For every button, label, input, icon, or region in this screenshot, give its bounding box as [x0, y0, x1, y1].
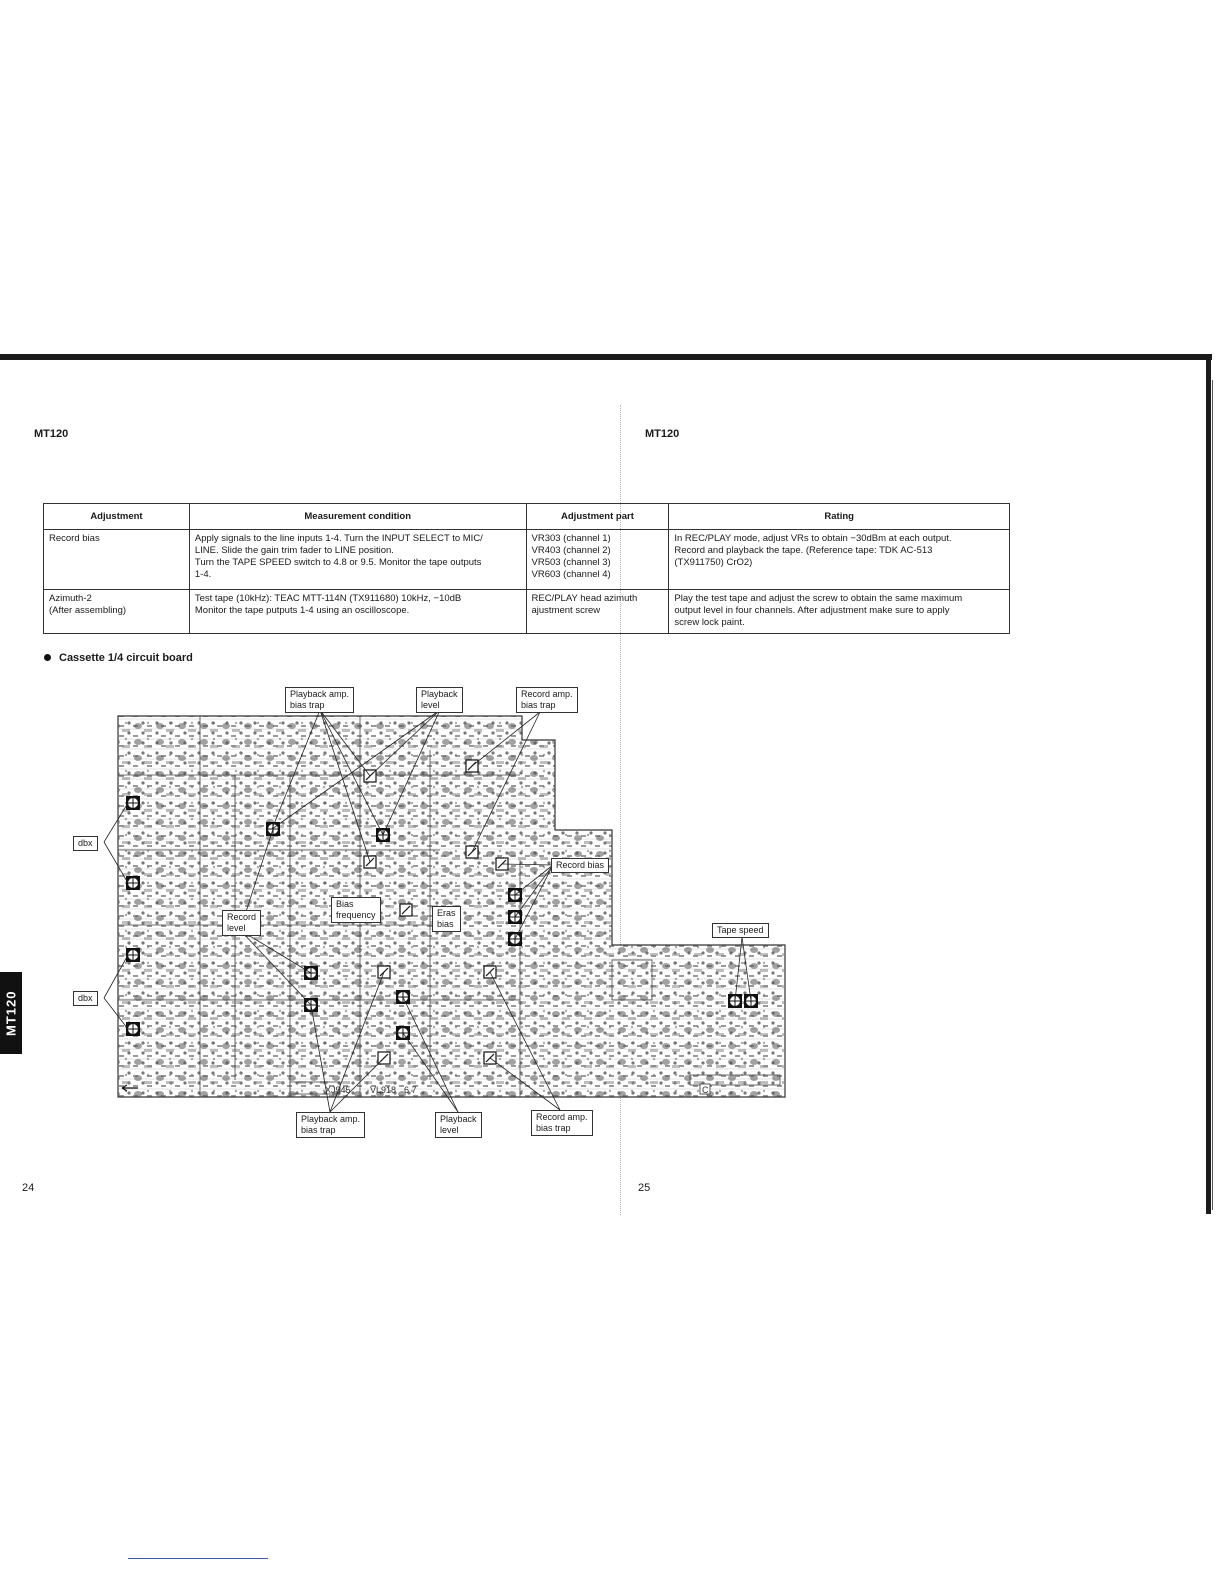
page-divider	[620, 405, 621, 1215]
table-row: Record bias Apply signals to the line in…	[43, 529, 1010, 590]
callout-playback-level-top: Playback level	[416, 687, 463, 713]
left-page-header: MT120	[34, 428, 69, 440]
board-panel-nums: 6 7	[404, 1085, 417, 1095]
right-edge-thin-rule	[1212, 380, 1213, 1210]
callout-eras-bias: Eras bias	[432, 906, 461, 932]
callout-tape-speed: Tape speed	[712, 923, 769, 938]
callout-record-amp-bottom: Record amp. bias trap	[531, 1110, 593, 1136]
bullet-icon	[44, 654, 51, 661]
corner-mark-box	[699, 1083, 711, 1095]
cell-rating: Play the test tape and adjust the screw …	[668, 589, 1010, 634]
cell-rating: In REC/PLAY mode, adjust VRs to obtain −…	[668, 529, 1010, 590]
table-row: Azimuth-2 (After assembling) Test tape (…	[43, 589, 1010, 634]
table-header-row: Adjustment Measurement condition Adjustm…	[43, 503, 1010, 530]
left-page-number: 24	[22, 1182, 35, 1194]
side-tab: MT120	[0, 972, 22, 1054]
bottom-rule	[128, 1558, 268, 1559]
cell-part: VR303 (channel 1) VR403 (channel 2) VR50…	[525, 529, 670, 590]
callout-dbx-upper: dbx	[73, 836, 98, 851]
crosshair-pot-icon	[126, 796, 140, 810]
crosshair-pot-icon	[126, 948, 140, 962]
top-rule	[0, 354, 1212, 360]
cell-adjustment: Azimuth-2 (After assembling)	[43, 589, 190, 634]
callout-record-amp-top: Record amp. bias trap	[516, 687, 578, 713]
cell-condition: Test tape (10kHz): TEAC MTT-114N (TX9116…	[188, 589, 527, 634]
callout-playback-amp-top: Playback amp. bias trap	[285, 687, 355, 713]
section-title-text: Cassette 1/4 circuit board	[59, 652, 193, 664]
header-rating: Rating	[668, 503, 1010, 530]
section-title: Cassette 1/4 circuit board	[44, 652, 193, 664]
callout-record-bias: Record bias	[551, 858, 610, 873]
crosshair-pot-icon	[126, 876, 140, 890]
right-page-number: 25	[638, 1182, 651, 1194]
crosshair-pot-icon	[126, 1022, 140, 1036]
board-corner-letter: C	[702, 1085, 709, 1095]
callout-dbx-lower: dbx	[73, 991, 98, 1006]
right-page-header: MT120	[645, 428, 680, 440]
right-edge-rule	[1206, 354, 1211, 1214]
callout-playback-level-bottom: Playback level	[435, 1112, 482, 1138]
callout-playback-amp-bottom: Playback amp. bias trap	[296, 1112, 366, 1138]
board-code: VL918	[370, 1085, 396, 1095]
board-model-code: XJ945	[325, 1085, 351, 1095]
cell-condition: Apply signals to the line inputs 1-4. Tu…	[188, 529, 527, 590]
cell-adjustment: Record bias	[43, 529, 190, 590]
callout-record-level: Record level	[222, 910, 262, 936]
callout-bias-frequency: Bias frequency	[331, 897, 381, 923]
trimmer-icon	[399, 903, 413, 917]
cell-part: REC/PLAY head azimuth ajustment screw	[525, 589, 670, 634]
arrow-left-icon	[121, 1084, 138, 1092]
adjustment-table: Adjustment Measurement condition Adjustm…	[43, 503, 1010, 634]
